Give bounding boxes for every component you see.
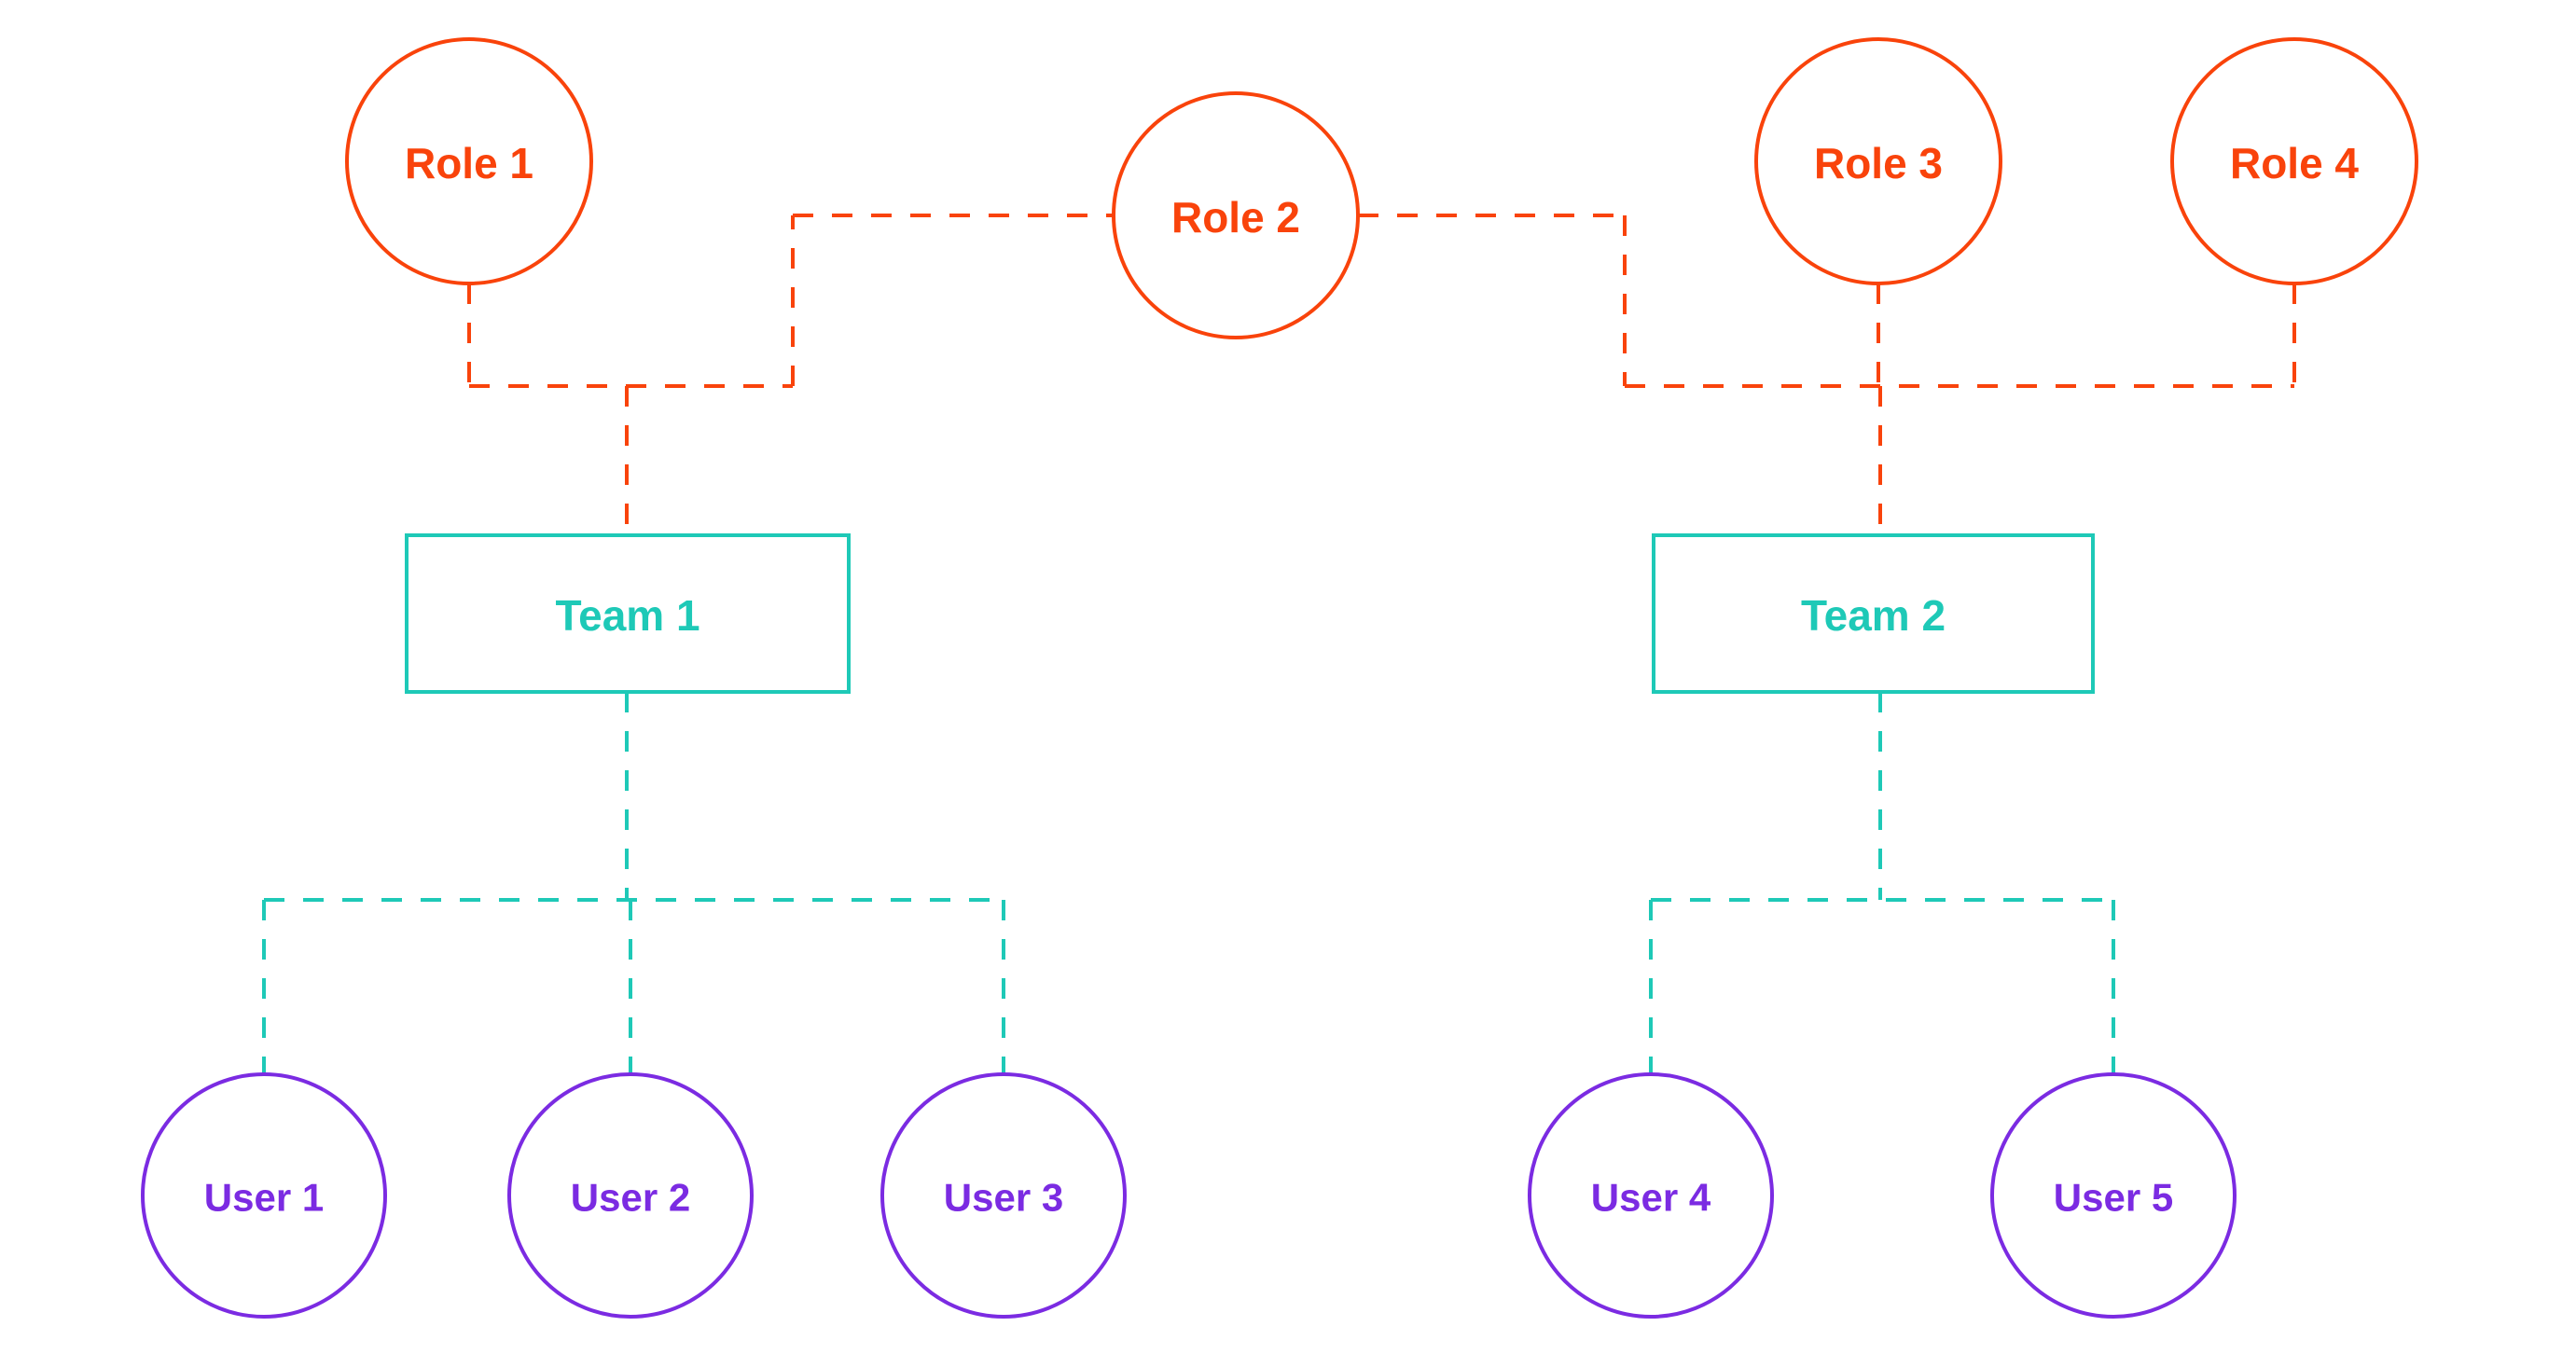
team-to-user-edges — [262, 692, 2115, 1074]
team-box[interactable] — [405, 533, 851, 694]
team-label: Team 2 — [1801, 591, 1946, 640]
team-label: Team 1 — [555, 591, 699, 640]
user-circle[interactable] — [1990, 1072, 2237, 1319]
user-label: User 1 — [204, 1176, 324, 1220]
team-box[interactable] — [1652, 533, 2095, 694]
role-circle[interactable] — [2170, 37, 2418, 285]
user-node-user3[interactable]: User 3 — [880, 1072, 1127, 1319]
user-circle[interactable] — [141, 1072, 387, 1319]
team-node-team1[interactable]: Team 1 — [405, 533, 851, 694]
role-label: Role 4 — [2230, 139, 2359, 187]
role-label: Role 2 — [1171, 193, 1300, 242]
user-node-user5[interactable]: User 5 — [1990, 1072, 2237, 1319]
role-to-team-edges — [467, 214, 2296, 535]
user-label: User 4 — [1591, 1176, 1711, 1220]
role-node-role3[interactable]: Role 3 — [1754, 37, 2002, 285]
user-label: User 3 — [944, 1176, 1063, 1220]
role-node-role1[interactable]: Role 1 — [345, 37, 593, 285]
user-node-user1[interactable]: User 1 — [141, 1072, 387, 1319]
user-label: User 5 — [2054, 1176, 2173, 1220]
role-circle[interactable] — [1112, 91, 1360, 339]
role-node-role4[interactable]: Role 4 — [2170, 37, 2418, 285]
user-nodes: User 1 User 2 User 3 User 4 User 5 — [141, 1072, 2237, 1319]
role-circle[interactable] — [345, 37, 593, 285]
user-circle[interactable] — [880, 1072, 1127, 1319]
user-label: User 2 — [571, 1176, 690, 1220]
user-node-user2[interactable]: User 2 — [507, 1072, 754, 1319]
role-label: Role 1 — [405, 139, 533, 187]
user-circle[interactable] — [1528, 1072, 1774, 1319]
user-circle[interactable] — [507, 1072, 754, 1319]
role-label: Role 3 — [1814, 139, 1943, 187]
team-nodes: Team 1 Team 2 — [405, 533, 2095, 694]
role-node-role2[interactable]: Role 2 — [1112, 91, 1360, 339]
user-node-user4[interactable]: User 4 — [1528, 1072, 1774, 1319]
team-node-team2[interactable]: Team 2 — [1652, 533, 2095, 694]
role-nodes: Role 1 Role 2 Role 3 Role 4 — [345, 37, 2418, 339]
role-circle[interactable] — [1754, 37, 2002, 285]
